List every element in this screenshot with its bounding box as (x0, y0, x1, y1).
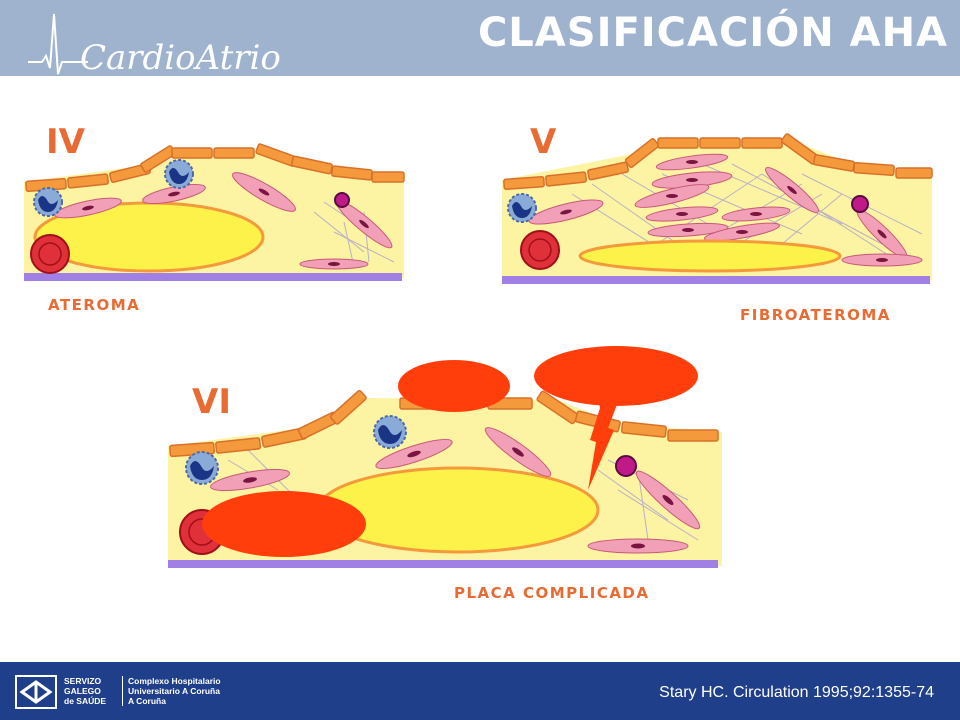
macrophage (164, 159, 194, 189)
ecg-line-icon (28, 13, 88, 75)
panel-v-numeral: V (530, 122, 557, 162)
elastic-lamina (502, 276, 930, 284)
lipid-core (578, 239, 842, 273)
panel-iv-numeral: IV (46, 122, 85, 162)
panel-iv-caption: ATEROMA (48, 296, 141, 314)
smc-nuclei (243, 447, 674, 549)
lymphocyte (851, 195, 869, 213)
macrophage (507, 193, 537, 223)
logo-text: CardioAtrio (80, 38, 281, 78)
panel-vi-numeral: VI (192, 382, 231, 422)
red-blood-cell (30, 234, 70, 274)
elastic-lamina (24, 273, 402, 281)
panel-iv-diagram (24, 143, 405, 281)
cardioatrio-logo: CardioAtrio .com (28, 10, 281, 91)
smc-nuclei (560, 160, 888, 262)
lymphocyte (615, 455, 637, 477)
lymphocyte (334, 192, 350, 208)
complication-blob (398, 360, 510, 412)
panel-v-caption: FIBROATEROMA (740, 306, 891, 324)
footer-bar: SERVIZO GALEGO de SAÚDE Complexo Hospita… (0, 662, 960, 720)
macrophage (185, 451, 219, 485)
hospital-name: Complexo Hospitalario Universitario A Co… (122, 676, 221, 706)
panel-vi-caption: PLACA COMPLICADA (454, 584, 650, 602)
header-bar: CardioAtrio .com CLASIFICACIÓN AHA (0, 0, 960, 91)
logo-subtext: .com (214, 76, 246, 91)
endothelium (503, 133, 933, 190)
elastic-lamina (168, 560, 718, 568)
sergas-logo: SERVIZO GALEGO de SAÚDE Complexo Hospita… (14, 674, 224, 714)
macrophage (373, 415, 407, 449)
red-blood-cell (520, 230, 560, 270)
smc-nuclei (82, 188, 369, 266)
panel-v-diagram (502, 133, 933, 284)
complication-blob (534, 346, 698, 406)
panel-vi-diagram (168, 346, 722, 568)
lipid-core (316, 466, 600, 554)
plaque-rupture-crack (588, 398, 618, 490)
sergas-name: SERVIZO GALEGO de SAÚDE (64, 676, 107, 706)
page-title: CLASIFICACIÓN AHA (477, 10, 948, 56)
sergas-emblem-icon (15, 675, 57, 709)
macrophage (33, 187, 63, 217)
citation: Stary HC. Circulation 1995;92:1355-74 (659, 684, 934, 701)
complication-blob (202, 491, 366, 557)
